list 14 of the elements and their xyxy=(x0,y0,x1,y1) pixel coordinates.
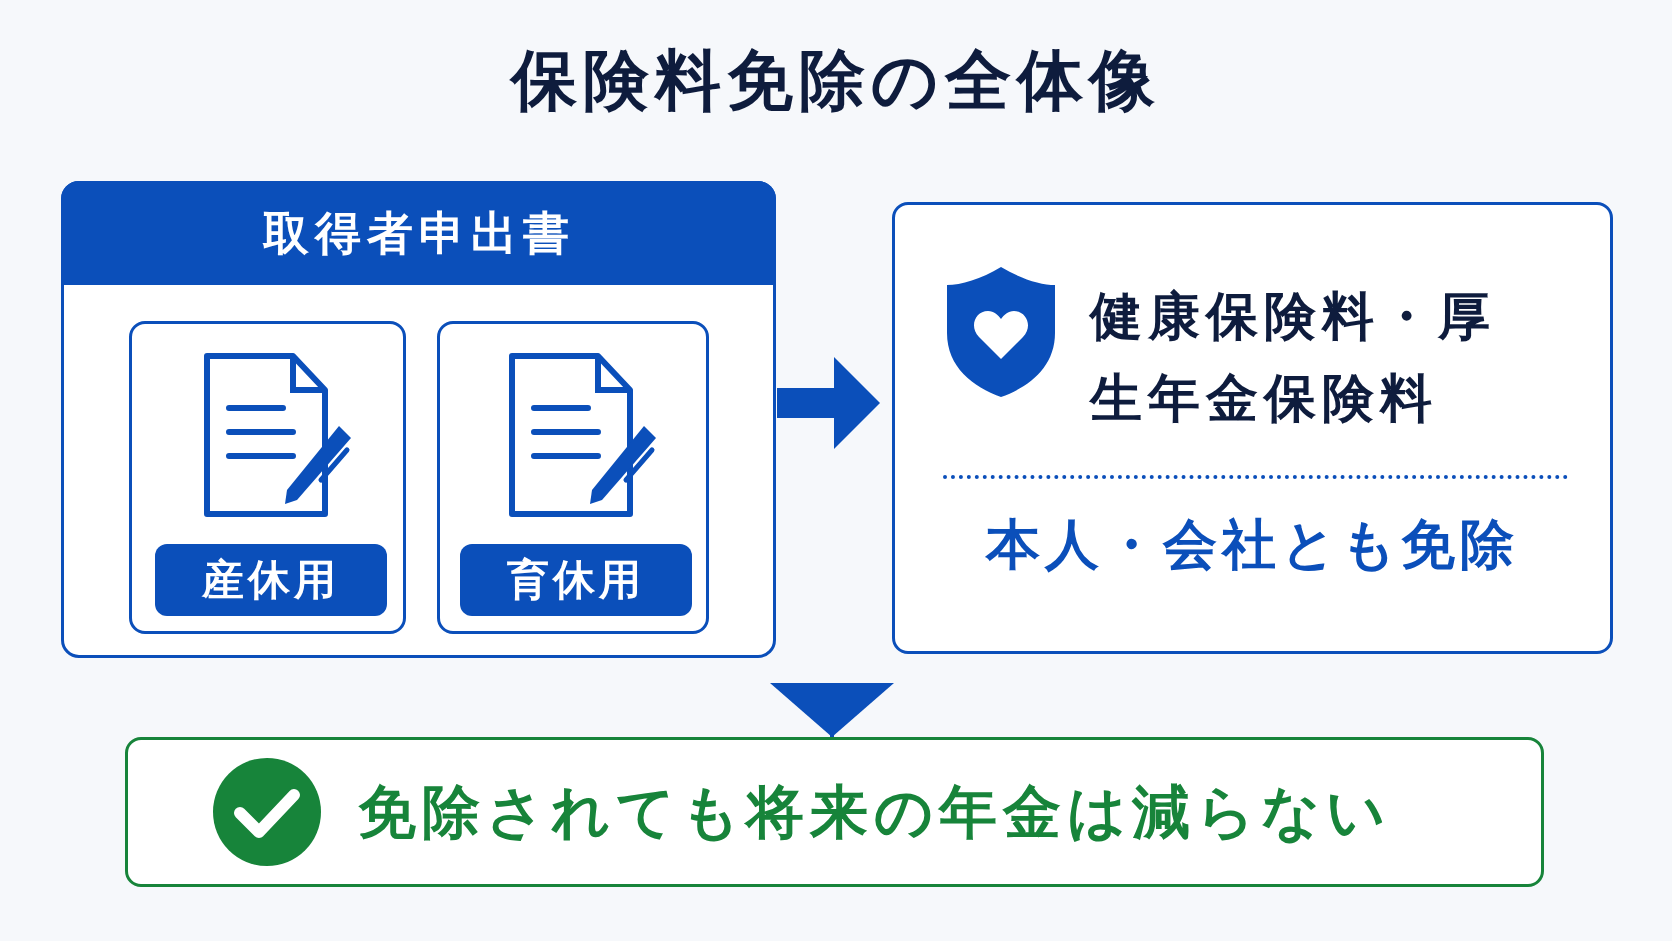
note-box xyxy=(125,737,1544,887)
note-text: 免除されても将来の年金は減らない xyxy=(358,777,1392,848)
header-band: 取得者申出書 xyxy=(61,181,776,285)
title: 保険料免除の全体像 xyxy=(508,48,1162,114)
triangle-arrow xyxy=(770,683,894,737)
exemption-text: 本人・会社とも免除 xyxy=(984,512,1520,578)
result-box xyxy=(892,202,1613,654)
form-panel xyxy=(61,181,776,658)
form-label: 育休用 xyxy=(460,544,692,616)
form-label: 産休用 xyxy=(154,544,387,616)
coverage-text: 健康保険料・厚生年金保険料 xyxy=(1090,285,1497,430)
form-card xyxy=(437,321,709,634)
block-arrow xyxy=(777,357,880,449)
form-card xyxy=(129,321,406,634)
